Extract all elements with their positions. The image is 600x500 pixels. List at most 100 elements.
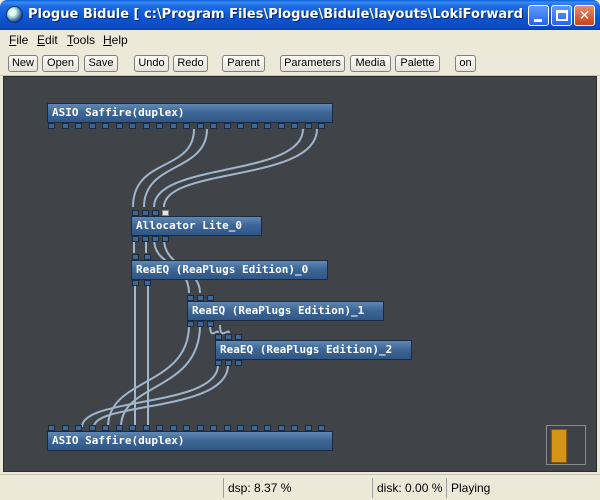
input-pin[interactable] <box>129 425 136 431</box>
input-pin[interactable] <box>142 425 150 431</box>
output-pin[interactable] <box>223 123 231 129</box>
parent-button[interactable]: Parent <box>222 55 265 72</box>
output-pin[interactable] <box>235 360 242 366</box>
node-reaeq-2[interactable]: ReaEQ (ReaPlugs Edition)_2 <box>215 340 412 360</box>
node-allocator[interactable]: Allocator Lite_0 <box>131 216 262 236</box>
wire <box>107 324 190 428</box>
input-pin[interactable] <box>304 425 312 431</box>
input-pin[interactable] <box>132 254 139 260</box>
input-pin[interactable] <box>183 425 190 431</box>
output-pin[interactable] <box>187 321 194 327</box>
output-pin[interactable] <box>162 236 169 242</box>
node-reaeq-0[interactable]: ReaEQ (ReaPlugs Edition)_0 <box>131 260 328 280</box>
input-pin[interactable] <box>142 210 149 216</box>
maximize-button[interactable] <box>551 5 572 26</box>
output-pin[interactable] <box>142 123 150 129</box>
output-pin[interactable] <box>102 123 109 129</box>
navigator-minimap[interactable] <box>546 425 586 465</box>
output-pin[interactable] <box>132 236 139 242</box>
node-asio-bottom[interactable]: ASIO Saffire(duplex) <box>47 431 333 451</box>
input-pin[interactable] <box>162 210 169 216</box>
output-pin[interactable] <box>132 280 139 286</box>
output-pin[interactable] <box>250 123 258 129</box>
input-pin[interactable] <box>187 295 194 301</box>
input-pin[interactable] <box>237 425 244 431</box>
open-button[interactable]: Open <box>42 55 79 72</box>
output-pin[interactable] <box>210 123 217 129</box>
output-pin[interactable] <box>144 280 151 286</box>
input-pin[interactable] <box>277 425 285 431</box>
palette-button[interactable]: Palette <box>395 55 440 72</box>
input-pin[interactable] <box>102 425 109 431</box>
output-pin[interactable] <box>152 236 159 242</box>
input-pin[interactable] <box>215 334 222 340</box>
on-button[interactable]: on <box>455 55 476 72</box>
undo-button[interactable]: Undo <box>134 55 169 72</box>
input-pin[interactable] <box>88 425 96 431</box>
output-pin[interactable] <box>318 123 325 129</box>
input-pin[interactable] <box>235 334 242 340</box>
input-pin[interactable] <box>61 425 69 431</box>
output-pin[interactable] <box>304 123 312 129</box>
input-pin[interactable] <box>132 210 139 216</box>
input-pin[interactable] <box>207 295 214 301</box>
input-pin[interactable] <box>152 210 159 216</box>
output-pin[interactable] <box>48 123 55 129</box>
minimize-button[interactable] <box>528 5 549 26</box>
output-pin[interactable] <box>277 123 285 129</box>
output-pin[interactable] <box>225 360 232 366</box>
status-disk: disk: 0.00 % <box>372 478 445 498</box>
wire <box>209 324 219 335</box>
output-pin[interactable] <box>142 236 149 242</box>
wire <box>163 128 318 208</box>
new-button[interactable]: New <box>8 55 38 72</box>
app-icon[interactable] <box>6 6 23 23</box>
input-pin[interactable] <box>144 254 151 260</box>
input-pin[interactable] <box>264 425 271 431</box>
output-pin[interactable] <box>61 123 69 129</box>
input-pin[interactable] <box>291 425 298 431</box>
patch-canvas[interactable]: ASIO Saffire(duplex) Allocator Lite_0 Re… <box>3 76 597 472</box>
input-pin[interactable] <box>48 425 55 431</box>
output-pin[interactable] <box>156 123 163 129</box>
menu-bar: File Edit Tools Help <box>0 30 600 50</box>
input-pin[interactable] <box>156 425 163 431</box>
input-pin[interactable] <box>197 295 204 301</box>
menu-edit[interactable]: Edit <box>37 33 58 47</box>
parameters-button[interactable]: Parameters <box>280 55 345 72</box>
output-pin[interactable] <box>169 123 177 129</box>
input-pin[interactable] <box>250 425 258 431</box>
menu-help[interactable]: Help <box>103 33 128 47</box>
menu-file[interactable]: File <box>9 33 28 47</box>
input-pin[interactable] <box>196 425 204 431</box>
output-pin[interactable] <box>88 123 96 129</box>
output-pin[interactable] <box>115 123 123 129</box>
node-reaeq-1[interactable]: ReaEQ (ReaPlugs Edition)_1 <box>187 301 384 321</box>
output-pin[interactable] <box>196 123 204 129</box>
input-pin[interactable] <box>223 425 231 431</box>
save-button[interactable]: Save <box>84 55 118 72</box>
output-pin[interactable] <box>183 123 190 129</box>
media-button[interactable]: Media <box>350 55 391 72</box>
minimap-viewport[interactable] <box>551 429 567 463</box>
output-pin[interactable] <box>75 123 82 129</box>
output-pin[interactable] <box>197 321 204 327</box>
output-pin[interactable] <box>264 123 271 129</box>
input-pin[interactable] <box>225 334 232 340</box>
output-pin[interactable] <box>207 321 214 327</box>
status-dsp: dsp: 8.37 % <box>223 478 371 498</box>
output-pin[interactable] <box>237 123 244 129</box>
input-pin[interactable] <box>318 425 325 431</box>
menu-tools[interactable]: Tools <box>67 33 95 47</box>
input-pin[interactable] <box>210 425 217 431</box>
node-asio-top[interactable]: ASIO Saffire(duplex) <box>47 103 333 123</box>
input-pin[interactable] <box>169 425 177 431</box>
close-button[interactable]: ✕ <box>574 5 595 26</box>
output-pin[interactable] <box>215 360 222 366</box>
input-pin[interactable] <box>115 425 123 431</box>
output-pin[interactable] <box>129 123 136 129</box>
redo-button[interactable]: Redo <box>173 55 208 72</box>
output-pin[interactable] <box>291 123 298 129</box>
title-bar[interactable]: Plogue Bidule [ c:\Program Files\Plogue\… <box>0 0 600 30</box>
input-pin[interactable] <box>75 425 82 431</box>
